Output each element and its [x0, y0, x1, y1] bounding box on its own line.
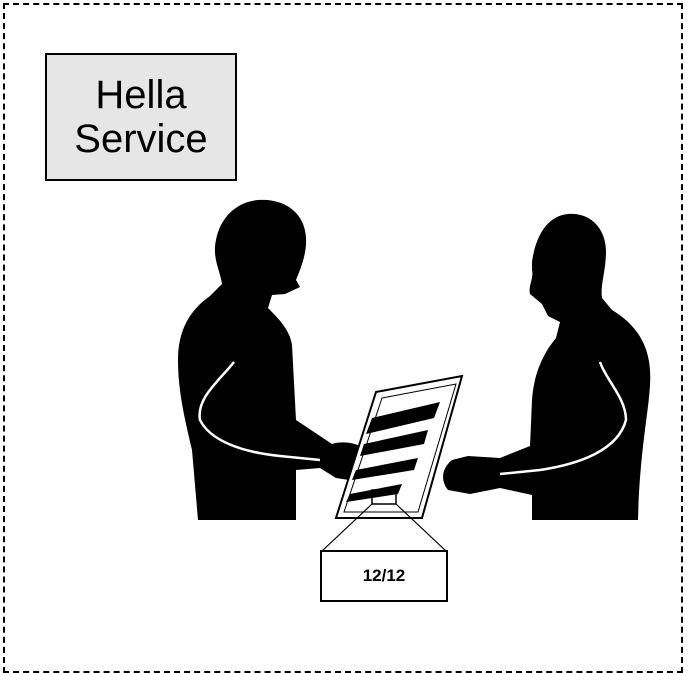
- page-number-label: 12/12: [363, 566, 406, 586]
- page-number-callout: 12/12: [320, 550, 448, 602]
- right-person-silhouette: [443, 214, 650, 520]
